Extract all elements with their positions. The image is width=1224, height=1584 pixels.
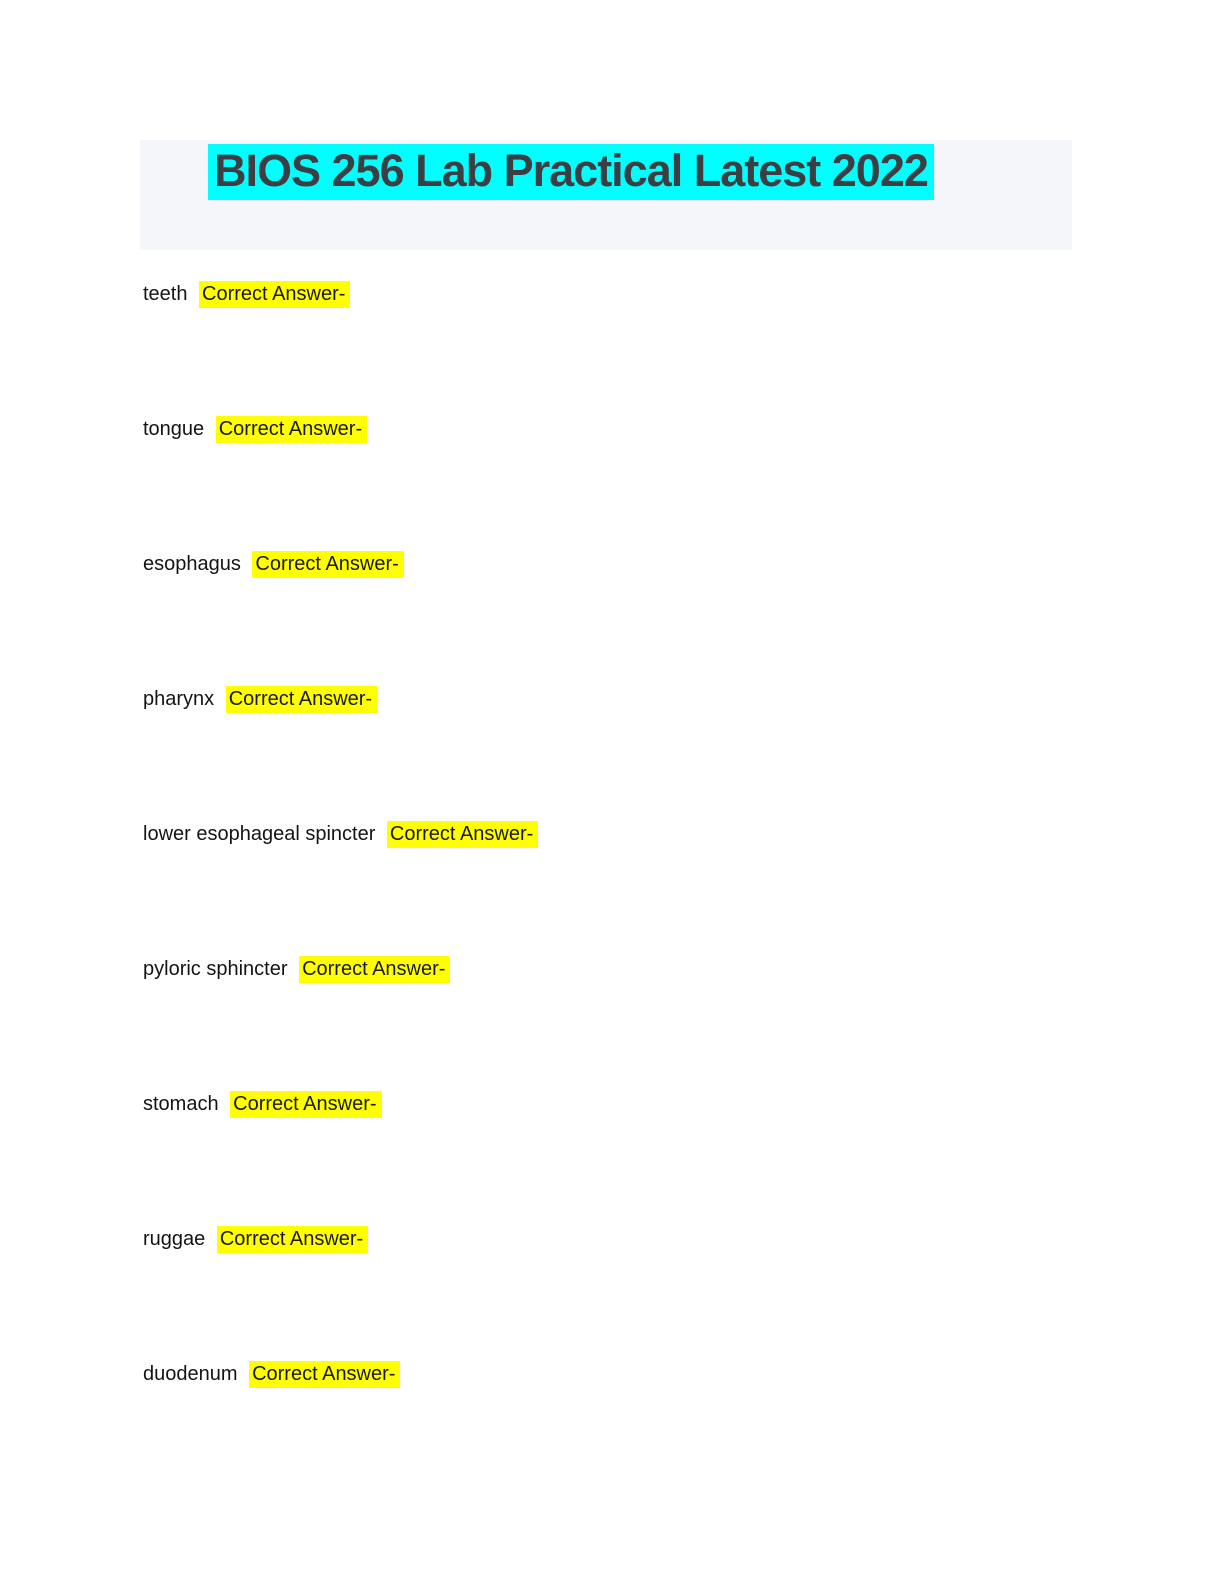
title-banner: BIOS 256 Lab Practical Latest 2022 xyxy=(140,140,1072,250)
term-text: tongue xyxy=(143,418,210,440)
term-row: teeth Correct Answer- xyxy=(143,280,1093,308)
correct-answer-label: Correct Answer- xyxy=(386,821,539,848)
term-row: pyloric sphincter Correct Answer- xyxy=(143,955,1093,983)
term-row: esophagus Correct Answer- xyxy=(143,550,1093,578)
correct-answer-label: Correct Answer- xyxy=(216,1226,369,1253)
term-row: stomach Correct Answer- xyxy=(143,1090,1093,1118)
term-text: duodenum xyxy=(143,1363,244,1385)
term-row: pharynx Correct Answer- xyxy=(143,685,1093,713)
term-text: stomach xyxy=(143,1093,225,1115)
term-text: teeth xyxy=(143,283,194,305)
correct-answer-label: Correct Answer- xyxy=(199,281,351,308)
term-row: tongue Correct Answer- xyxy=(143,415,1093,443)
term-text: pyloric sphincter xyxy=(143,958,294,980)
term-list: teeth Correct Answer- tongue Correct Ans… xyxy=(143,280,1093,1495)
term-row: lower esophageal spincter Correct Answer… xyxy=(143,820,1093,848)
page-title: BIOS 256 Lab Practical Latest 2022 xyxy=(208,144,934,200)
term-text: ruggae xyxy=(143,1228,211,1250)
term-row: ruggae Correct Answer- xyxy=(143,1225,1093,1253)
correct-answer-label: Correct Answer- xyxy=(299,956,451,983)
correct-answer-label: Correct Answer- xyxy=(215,416,368,443)
correct-answer-label: Correct Answer- xyxy=(225,686,378,713)
correct-answer-label: Correct Answer- xyxy=(252,551,404,578)
term-text: pharynx xyxy=(143,688,220,710)
term-text: esophagus xyxy=(143,553,247,575)
correct-answer-label: Correct Answer- xyxy=(230,1091,382,1118)
term-text: lower esophageal spincter xyxy=(143,823,381,845)
correct-answer-label: Correct Answer- xyxy=(249,1361,401,1388)
term-row: duodenum Correct Answer- xyxy=(143,1360,1093,1388)
